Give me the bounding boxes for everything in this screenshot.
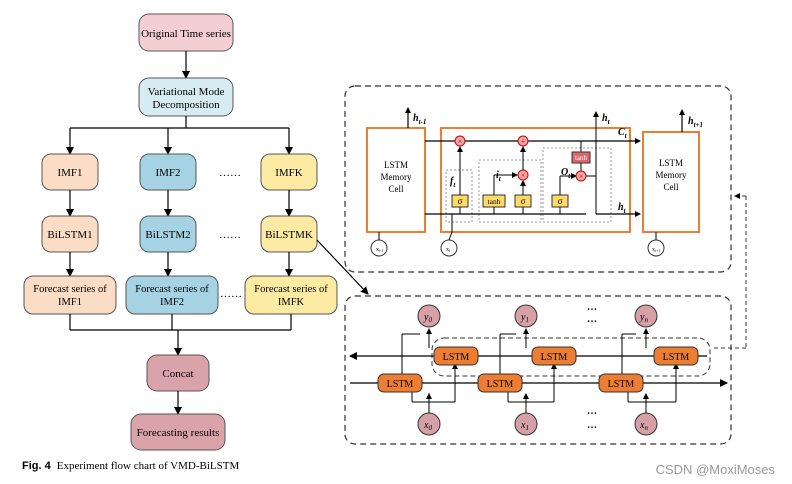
yn-label: yn <box>639 312 648 324</box>
dots-top-2: … <box>587 314 597 325</box>
lstm-panel-frame <box>344 85 732 273</box>
lstm-backward-0 <box>433 346 479 366</box>
bilstm-panel-frame <box>344 295 732 445</box>
input-sigma: σ <box>521 196 526 206</box>
left-cell-text-3: Cell <box>389 184 404 194</box>
h-next-label: ht+1 <box>688 116 703 129</box>
forecast-imfk-box <box>244 275 338 315</box>
right-memory-cell <box>642 131 700 233</box>
forecast-imf1-box <box>23 275 117 315</box>
imf-ellipsis: …… <box>219 167 241 179</box>
imfk-label: IMFK <box>275 167 303 179</box>
vmd-label-line2: Decomposition <box>152 99 220 111</box>
right-cell-text-3: Cell <box>664 182 679 192</box>
y0-circle <box>417 304 441 328</box>
lstm-backward-1-label: LSTM <box>541 352 568 363</box>
dots-top: … <box>587 302 597 313</box>
c-t-label: Ct <box>618 127 628 140</box>
lstm-backward-n-label: LSTM <box>663 352 690 363</box>
lstm-backward-n <box>653 346 699 366</box>
svg-text:×: × <box>458 137 463 146</box>
h-cur-label: ht <box>602 113 611 126</box>
forecast-imf2-line1: Forecast series of <box>135 284 209 295</box>
lstm-backward-0-label: LSTM <box>443 352 470 363</box>
x-next-label: xt+1 <box>652 247 660 253</box>
forecast-ellipsis: …… <box>220 288 242 300</box>
left-cell-text-2: Memory <box>381 172 412 182</box>
bilstm-ellipsis: …… <box>219 229 241 241</box>
forget-sigma: σ <box>458 196 463 206</box>
xn-label: xn <box>639 420 648 432</box>
forecast-imfk-line2: IMFK <box>278 297 305 308</box>
svg-text:+: + <box>521 137 526 146</box>
lstm-cell-panel: LSTM Memory Cell ht-1 xt-1 Ct σ ft × t <box>344 85 732 273</box>
right-cell-text-2: Memory <box>656 170 687 180</box>
bilstm-panel: LSTM LSTM y0 x0 LSTM LSTM y1 x1 … … … … <box>344 295 732 445</box>
f-t-label: ft <box>450 176 456 189</box>
lstm-forward-n <box>598 373 644 393</box>
flow-chart: Original Time series Variational Mode De… <box>23 13 369 451</box>
x1-label: x1 <box>520 420 529 432</box>
y1-label: y1 <box>520 312 529 324</box>
output-tanh: tanh <box>575 154 588 162</box>
lstm-forward-1 <box>477 373 523 393</box>
bilstm1-label: BiLSTM1 <box>47 229 92 241</box>
x0-label: x0 <box>423 420 432 432</box>
concat-label: Concat <box>162 368 193 380</box>
results-label: Forecasting results <box>137 427 220 439</box>
lstm-forward-1-label: LSTM <box>487 379 514 390</box>
results-box <box>130 413 226 451</box>
yn-circle <box>634 304 658 328</box>
right-cell-text-1: LSTM <box>659 158 683 168</box>
imf2-label: IMF2 <box>155 167 180 179</box>
original-series-label: Original Time series <box>141 28 231 40</box>
forecast-imf2-box <box>125 275 219 315</box>
bilstmk-label: BiLSTMK <box>265 229 313 241</box>
imf1-label: IMF1 <box>57 167 82 179</box>
add-icon <box>517 135 529 147</box>
svg-text:×: × <box>579 172 584 181</box>
left-cell-text-1: LSTM <box>384 160 408 170</box>
forecast-imfk-line1: Forecast series of <box>254 284 328 295</box>
bilstm2-label: BiLSTM2 <box>145 229 190 241</box>
svg-text:×: × <box>521 171 526 180</box>
forecast-imf1-line1: Forecast series of <box>33 284 107 295</box>
forecast-imf1-line2: IMF1 <box>58 297 82 308</box>
watermark: CSDN @MoxiMoses <box>656 462 776 477</box>
y1-circle <box>514 304 538 328</box>
lstm-forward-0 <box>377 373 423 393</box>
dots-bottom: … <box>587 406 597 417</box>
backward-layer-frame <box>431 337 711 377</box>
left-memory-cell <box>366 127 426 233</box>
vmd-label-line1: Variational Mode <box>148 86 225 98</box>
h-t-out-label: ht <box>618 202 627 215</box>
main-lstm-cell <box>440 127 631 233</box>
dots-bottom-2: … <box>587 420 597 431</box>
h-prev-label: ht-1 <box>413 113 426 126</box>
lstm-backward-1 <box>531 346 577 366</box>
i-t-label: it <box>496 170 502 183</box>
forecast-imf2-line2: IMF2 <box>160 297 184 308</box>
output-sigma: σ <box>558 196 563 206</box>
lstm-forward-0-label: LSTM <box>387 379 414 390</box>
y0-label: y0 <box>423 312 432 324</box>
lstm-forward-n-label: LSTM <box>608 379 635 390</box>
input-tanh: tanh <box>488 197 501 206</box>
forget-multiply-icon <box>454 135 466 147</box>
x-cur-label: xt <box>446 247 451 253</box>
o-t-label: Ot <box>561 167 571 180</box>
x-prev-label: xt-1 <box>376 247 383 253</box>
